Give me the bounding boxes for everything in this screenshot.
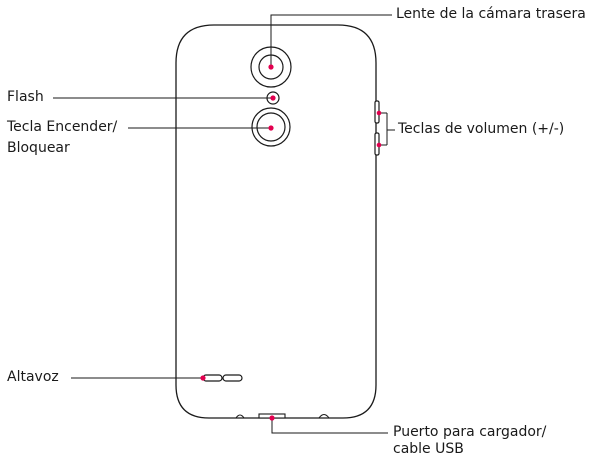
- camera-callout-line: [270, 14, 392, 67]
- camera-callout-dot: [268, 64, 274, 70]
- speaker-callout-dot: [200, 375, 206, 381]
- usb-port-label-line1: Puerto para cargador/: [393, 424, 547, 440]
- headset-jack: [318, 413, 330, 419]
- callout-dots: [200, 64, 382, 421]
- volume-keys-label: Teclas de volumen (+/-): [398, 121, 565, 137]
- speaker-label: Altavoz: [7, 369, 59, 385]
- volume-callout-dot-top: [376, 110, 382, 116]
- speaker-grill-right: [222, 374, 243, 382]
- usb-port-label-line2: cable USB: [393, 441, 464, 457]
- usb-callout-dot: [269, 415, 275, 421]
- camera-label: Lente de la cámara trasera: [396, 6, 586, 22]
- power-key-label-line1: Tecla Encender/: [7, 119, 118, 135]
- phone-body-outline: [175, 24, 377, 419]
- volume-callout-dot-bottom: [376, 142, 382, 148]
- usb-callout-line: [271, 418, 388, 434]
- speaker-grill-left: [202, 374, 223, 382]
- power-key-label-line2: Bloquear: [7, 140, 70, 156]
- power-callout-dot: [268, 125, 274, 131]
- flash-callout-dot: [270, 95, 276, 101]
- flash-label: Flash: [7, 89, 44, 105]
- bottom-notch-left: [235, 414, 245, 419]
